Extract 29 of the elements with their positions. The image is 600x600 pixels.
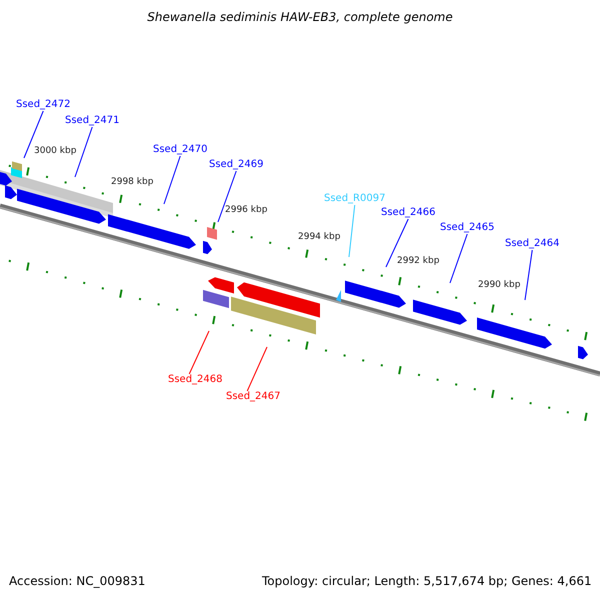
gene-label: Ssed_2464 xyxy=(505,239,560,249)
gene-label: Ssed_2466 xyxy=(381,208,436,218)
leader-line xyxy=(218,170,237,222)
gene-label: Ssed_2471 xyxy=(65,116,120,126)
accession-text: Accession: NC_009831 xyxy=(9,575,146,587)
leader-line xyxy=(74,126,93,178)
gene-label: Ssed_2468 xyxy=(168,375,223,385)
leader-line xyxy=(246,346,268,392)
gene-label: Ssed_2469 xyxy=(209,160,264,170)
tick-label: 2992 kbp xyxy=(397,257,440,266)
leader-line xyxy=(188,330,210,374)
genome-info-text: Topology: circular; Length: 5,517,674 bp; Genes: 4,661 xyxy=(262,575,592,587)
leader-line xyxy=(524,250,533,300)
gene-label: Ssed_2470 xyxy=(153,145,208,155)
tick-label: 2994 kbp xyxy=(298,233,340,242)
leader-line xyxy=(164,156,181,204)
tick-label: 2998 kbp xyxy=(111,178,154,187)
gene-label: Ssed_2472 xyxy=(16,100,71,110)
tick-label: 2990 kbp xyxy=(478,281,520,290)
leader-line xyxy=(450,234,468,284)
leader-line xyxy=(386,218,409,268)
gene-label: Ssed_R0097 xyxy=(324,194,386,204)
title: Shewanella sediminis HAW-EB3, complete genome xyxy=(146,11,454,23)
tick-label: 3000 kbp xyxy=(34,147,76,156)
leader-line xyxy=(24,110,44,158)
leader-line xyxy=(348,204,356,258)
gene-label: Ssed_2465 xyxy=(440,223,495,233)
tick-label: 2996 kbp xyxy=(225,206,268,215)
gene-label: Ssed_2467 xyxy=(226,392,281,402)
